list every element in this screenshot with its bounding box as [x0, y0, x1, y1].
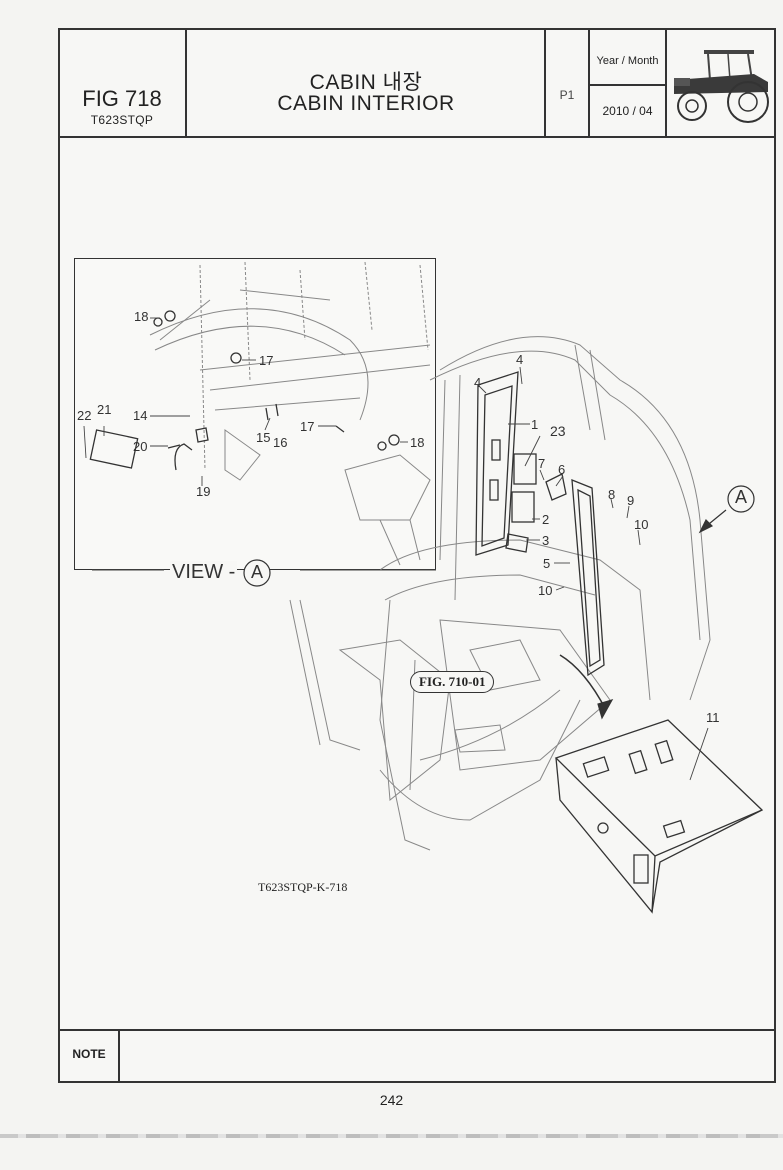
drawing-code: T623STQP-K-718 — [258, 880, 348, 894]
part-number: 23 — [550, 423, 566, 439]
part-number: 18 — [134, 309, 149, 324]
part-number: 19 — [196, 484, 211, 499]
part-number: 17 — [259, 353, 274, 368]
view-a-label: VIEW - — [170, 561, 238, 584]
view-label-text: VIEW - — [172, 561, 236, 583]
part-number: 4 — [516, 352, 524, 367]
part-number: 16 — [273, 435, 288, 450]
part-number: 17 — [300, 419, 315, 434]
part-number: 9 — [627, 493, 635, 508]
model-code: T623STQP — [90, 113, 154, 127]
part-number: 3 — [542, 533, 550, 548]
page-code: P1 — [559, 88, 575, 102]
header-col-divider — [544, 28, 546, 138]
page-number: 242 — [379, 1092, 404, 1108]
part-number: 4 — [474, 375, 482, 390]
part-number: 18 — [410, 435, 425, 450]
note-divider — [58, 1029, 776, 1031]
part-number: 15 — [256, 430, 271, 445]
note-label: NOTE — [72, 1047, 106, 1061]
note-col-divider — [118, 1029, 120, 1083]
year-month-value: 2010 / 04 — [602, 104, 653, 118]
header-col-divider — [588, 28, 590, 138]
page-title: CABIN INTERIOR — [277, 92, 455, 115]
view-callout-letter: A — [251, 562, 264, 582]
part-number: 21 — [97, 402, 112, 417]
part-number: 10 — [634, 517, 649, 532]
part-number: 14 — [133, 408, 148, 423]
header-divider — [58, 136, 776, 138]
part-number: 10 — [538, 583, 553, 598]
scan-artifact — [0, 1134, 783, 1138]
figure-reference-link[interactable]: FIG. 710-01 — [410, 671, 495, 693]
part-number: 6 — [558, 462, 566, 477]
page-title-korean: CABIN 내장 — [309, 71, 423, 94]
figure-number: FIG 718 — [82, 86, 162, 111]
view-a-detail-box — [74, 258, 436, 570]
part-number: 11 — [706, 710, 720, 725]
year-month-label: Year / Month — [596, 55, 659, 67]
part-number: 22 — [77, 408, 92, 423]
part-number: 2 — [542, 512, 550, 527]
part-number: 5 — [543, 556, 551, 571]
part-number: 20 — [133, 439, 148, 454]
main-callout-letter: A — [735, 487, 748, 507]
part-number: 1 — [531, 417, 539, 432]
part-number: 7 — [538, 456, 546, 471]
header-col-divider — [185, 28, 187, 138]
part-number: 8 — [608, 487, 616, 502]
tractor-icon — [674, 50, 769, 123]
header-col-divider — [665, 28, 667, 138]
year-month-divider — [588, 84, 666, 86]
